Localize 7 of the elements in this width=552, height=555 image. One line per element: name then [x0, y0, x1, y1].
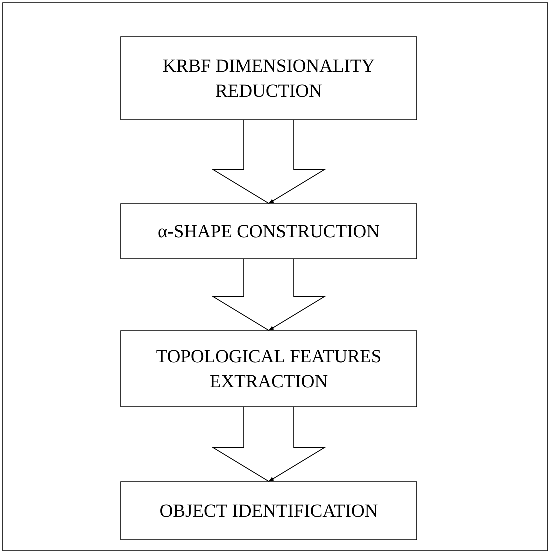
process-box: TOPOLOGICAL FEATURES EXTRACTION	[120, 330, 418, 408]
block-arrow	[212, 120, 326, 204]
process-box: KRBF DIMENSIONALITY REDUCTION	[120, 36, 418, 120]
process-box: α-SHAPE CONSTRUCTION	[120, 204, 418, 260]
block-arrow	[212, 407, 326, 482]
process-box: OBJECT IDENTIFICATION	[120, 482, 418, 540]
block-arrow	[212, 259, 326, 332]
